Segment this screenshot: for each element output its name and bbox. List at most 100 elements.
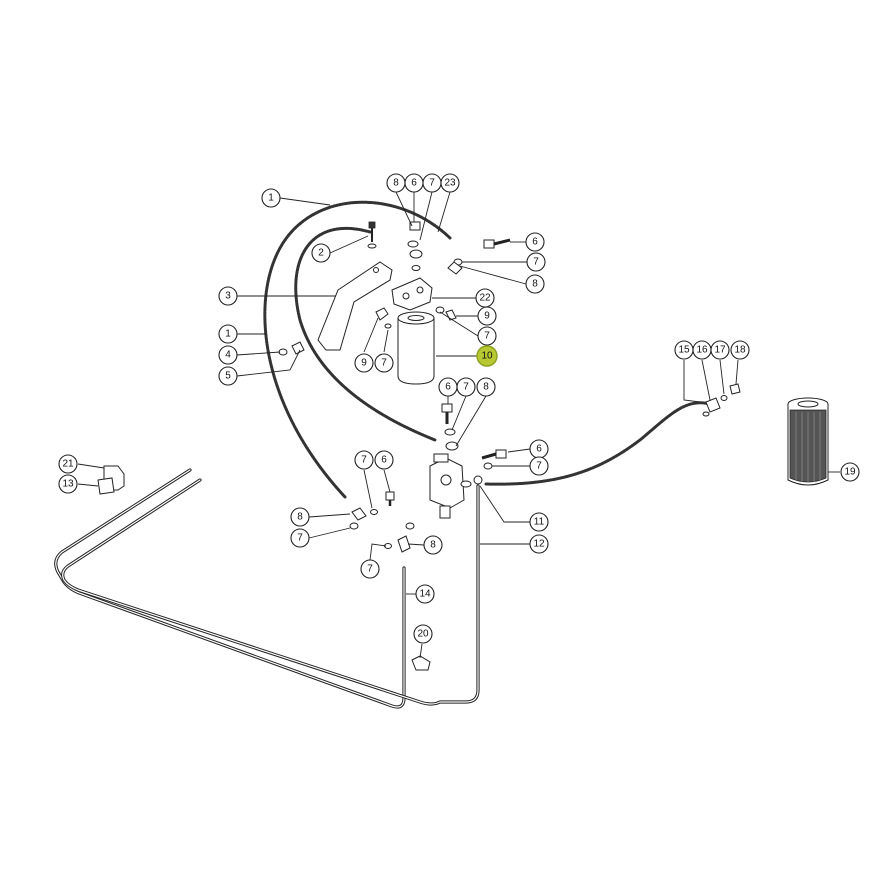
svg-text:1: 1 xyxy=(225,329,231,340)
callout-9b: 9 xyxy=(354,353,374,373)
filter-element-19 xyxy=(787,397,829,486)
svg-text:7: 7 xyxy=(297,533,303,544)
svg-text:6: 6 xyxy=(536,444,542,455)
bolt-6-right xyxy=(481,449,507,460)
svg-text:14: 14 xyxy=(419,589,431,600)
svg-text:8: 8 xyxy=(483,382,489,393)
washer-7g xyxy=(460,480,472,488)
washer-7h xyxy=(370,509,378,515)
callout-20: 20 xyxy=(413,624,433,644)
svg-text:7: 7 xyxy=(533,257,539,268)
svg-text:20: 20 xyxy=(417,629,429,640)
svg-text:8: 8 xyxy=(532,279,538,290)
bolt-6-top xyxy=(483,238,511,249)
callout-8c: 8 xyxy=(476,377,496,397)
svg-text:7: 7 xyxy=(463,382,469,393)
washer-7k xyxy=(405,522,415,530)
callout-8e: 8 xyxy=(423,535,443,555)
feed-pump xyxy=(429,453,465,519)
svg-text:13: 13 xyxy=(62,479,74,490)
callout-22: 22 xyxy=(475,288,495,308)
banjo-fitting-top xyxy=(407,221,423,271)
callout-12: 12 xyxy=(529,534,549,554)
svg-text:7: 7 xyxy=(361,455,367,466)
svg-text:11: 11 xyxy=(534,517,545,528)
fitting-16 xyxy=(705,397,721,413)
fuel-filter-cartridge xyxy=(397,311,435,385)
bolt-2 xyxy=(367,221,377,249)
callout-18: 18 xyxy=(730,340,750,360)
callout-7f: 7 xyxy=(529,456,549,476)
svg-text:12: 12 xyxy=(533,539,545,550)
callout-8d: 8 xyxy=(290,507,310,527)
callout-4: 4 xyxy=(218,345,238,365)
callout-8a: 8 xyxy=(386,173,406,193)
svg-text:9: 9 xyxy=(361,358,367,369)
svg-text:21: 21 xyxy=(62,459,74,470)
callout-23: 23 xyxy=(440,173,460,193)
plug-18 xyxy=(729,383,741,395)
svg-text:6: 6 xyxy=(532,237,538,248)
svg-text:22: 22 xyxy=(479,293,491,304)
svg-text:7: 7 xyxy=(536,461,542,472)
svg-text:3: 3 xyxy=(225,291,231,302)
svg-text:8: 8 xyxy=(297,512,303,523)
leader-lines xyxy=(77,191,840,659)
callout-9a: 9 xyxy=(477,306,497,326)
svg-text:15: 15 xyxy=(678,345,690,356)
svg-text:8: 8 xyxy=(430,540,436,551)
fitting-8c xyxy=(445,441,459,451)
washer-7f xyxy=(483,462,493,470)
washer-17 xyxy=(720,395,728,401)
callout-21: 21 xyxy=(58,454,78,474)
callout-13: 13 xyxy=(58,474,78,494)
callout-7h: 7 xyxy=(290,528,310,548)
bolt-6-mid xyxy=(441,403,453,424)
svg-text:19: 19 xyxy=(844,467,856,478)
svg-text:23: 23 xyxy=(444,178,456,189)
svg-text:7: 7 xyxy=(381,358,387,369)
fitting-8b xyxy=(447,261,463,275)
fuel-hose-outer xyxy=(263,200,452,499)
callout-1b: 1 xyxy=(218,324,238,344)
pipe-clip-20 xyxy=(411,655,431,671)
washer-7i xyxy=(349,522,359,530)
svg-text:4: 4 xyxy=(225,350,231,361)
svg-text:6: 6 xyxy=(445,382,451,393)
callout-10-highlighted[interactable]: 10 xyxy=(476,345,498,367)
callout-6b: 6 xyxy=(525,232,545,252)
fitting-9a xyxy=(375,307,389,321)
callout-14: 14 xyxy=(415,584,435,604)
callout-16: 16 xyxy=(692,340,712,360)
banjo-11 xyxy=(473,475,483,485)
svg-text:10: 10 xyxy=(481,351,493,362)
fitting-8d xyxy=(351,507,367,521)
svg-text:7: 7 xyxy=(484,331,490,342)
bolt-6-lower xyxy=(385,491,395,506)
callout-6a: 6 xyxy=(404,173,424,193)
washer-7e xyxy=(444,428,456,436)
clip-4 xyxy=(278,348,288,356)
callout-11: 11 xyxy=(529,512,549,532)
svg-text:16: 16 xyxy=(696,345,708,356)
fitting-8e xyxy=(397,535,411,553)
callout-6d: 6 xyxy=(529,439,549,459)
svg-text:6: 6 xyxy=(381,455,387,466)
fitting-5 xyxy=(291,341,305,355)
mounting-bracket xyxy=(317,261,393,351)
callout-7i: 7 xyxy=(360,559,380,579)
callout-7g: 7 xyxy=(354,450,374,470)
callout-7c: 7 xyxy=(477,326,497,346)
svg-text:5: 5 xyxy=(225,371,231,382)
washer-7c xyxy=(435,306,445,314)
svg-text:6: 6 xyxy=(411,178,417,189)
filter-head xyxy=(391,277,433,311)
callout-7d: 7 xyxy=(374,353,394,373)
callout-7e: 7 xyxy=(456,377,476,397)
callout-15: 15 xyxy=(674,340,694,360)
svg-text:9: 9 xyxy=(484,311,490,322)
svg-text:2: 2 xyxy=(318,248,324,259)
washer-7d xyxy=(384,323,392,329)
callout-1a: 1 xyxy=(261,188,281,208)
